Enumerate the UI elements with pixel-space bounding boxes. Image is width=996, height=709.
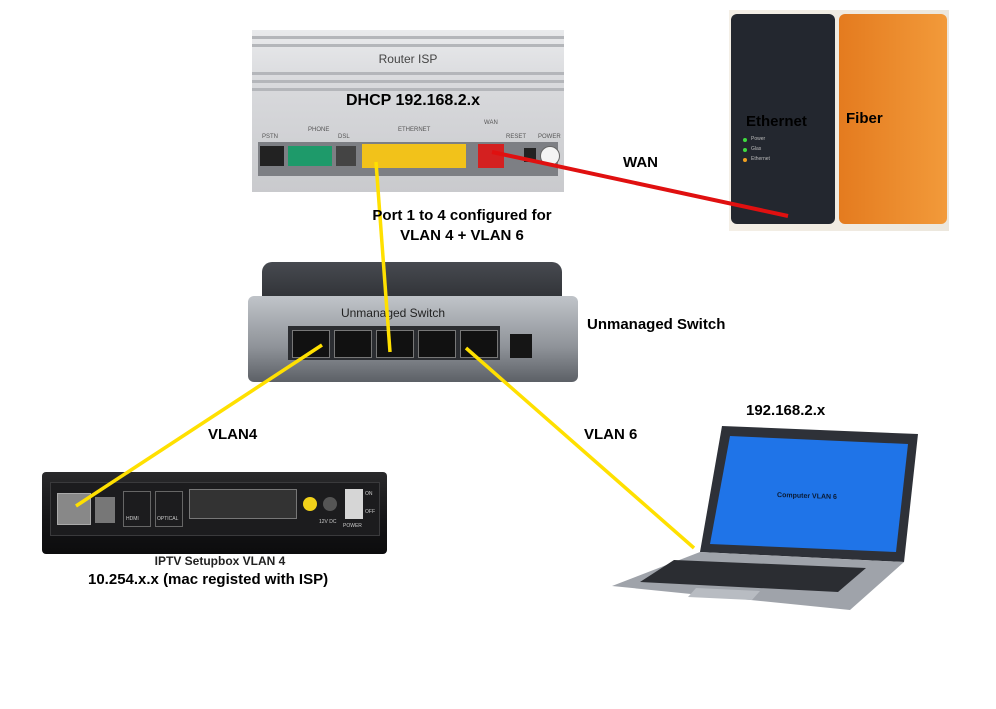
vlan6-label: VLAN 6 xyxy=(584,426,638,443)
wan-label: WAN xyxy=(623,154,658,171)
setupbox-rear-panel: HDMI OPTICAL 12V DC ON OFF POWER xyxy=(50,482,380,536)
power-label: POWER xyxy=(343,523,362,529)
vent-line xyxy=(252,72,564,75)
dhcp-label: DHCP 192.168.2.x xyxy=(346,92,481,109)
iptv-setupbox-photo: HDMI OPTICAL 12V DC ON OFF POWER xyxy=(42,472,387,554)
led-glas-icon xyxy=(743,148,747,152)
port-label-power: POWER xyxy=(538,134,561,140)
led-label-glas: Glas xyxy=(751,146,762,152)
phone-ports xyxy=(288,146,332,166)
led-ethernet-icon xyxy=(743,158,747,162)
vlan4-label: VLAN4 xyxy=(208,426,258,443)
ethernet-ports xyxy=(362,144,466,168)
vent-line xyxy=(252,36,564,39)
port-config-line2: VLAN 4 + VLAN 6 xyxy=(400,227,524,244)
router-isp-photo: Router ISP PSTN PHONE DSL ETHERNET WAN R… xyxy=(252,30,564,192)
switch-face-label: Unmanaged Switch xyxy=(340,306,446,320)
hdmi-label: HDMI xyxy=(126,516,139,522)
setupbox-scart-port xyxy=(189,489,297,519)
port-label-dsl: DSL xyxy=(338,134,350,140)
port-label-reset: RESET xyxy=(506,134,527,140)
setupbox-power-switch xyxy=(345,489,363,519)
power-jack xyxy=(524,148,536,162)
fiber-box xyxy=(839,14,947,224)
status-leds: Power Glas Ethernet xyxy=(743,134,783,174)
pstn-port xyxy=(260,146,284,166)
setupbox-usb-port xyxy=(95,497,115,523)
wan-port xyxy=(478,144,504,168)
setupbox-ethernet-port xyxy=(57,493,91,525)
setupbox-optical-port: OPTICAL xyxy=(155,491,183,527)
switch-port xyxy=(418,330,456,358)
setupbox-ip-label: 10.254.x.x (mac registed with ISP) xyxy=(88,571,329,588)
switch-side-label: Unmanaged Switch xyxy=(587,316,726,333)
dc-label: 12V DC xyxy=(319,519,337,525)
port-config-note: Port 1 to 4 configured for VLAN 4 + VLAN… xyxy=(352,206,572,246)
led-power-icon xyxy=(743,138,747,142)
laptop-keyboard xyxy=(640,560,866,592)
fiber-box-photo: Power Glas Ethernet xyxy=(729,10,949,231)
switch-power-jack xyxy=(510,334,532,358)
dsl-port xyxy=(336,146,356,166)
led-label-ethernet: Ethernet xyxy=(751,156,770,162)
power-button-icon xyxy=(540,146,560,166)
laptop-ip-label: 192.168.2.x xyxy=(746,402,826,419)
fiber-box-label: Fiber xyxy=(846,110,883,127)
port-label-wan: WAN xyxy=(484,120,498,126)
switch-port-block xyxy=(288,326,500,360)
unmanaged-switch-photo: Unmanaged Switch xyxy=(248,262,578,384)
vent-line xyxy=(252,80,564,83)
setupbox-caption: IPTV Setupbox VLAN 4 xyxy=(154,554,286,568)
port-label-phone: PHONE xyxy=(308,127,330,133)
port-config-line1: Port 1 to 4 configured for xyxy=(372,207,552,224)
on-label: ON xyxy=(365,491,373,497)
laptop-screen xyxy=(710,436,908,552)
switch-port xyxy=(376,330,414,358)
switch-port xyxy=(334,330,372,358)
led-label-power: Power xyxy=(751,136,766,142)
switch-port xyxy=(460,330,498,358)
setupbox-av-jack xyxy=(303,497,317,511)
setupbox-dc-jack xyxy=(323,497,337,511)
vent-line xyxy=(252,88,564,91)
ethernet-box-label: Ethernet xyxy=(746,113,807,130)
router-title: Router ISP xyxy=(378,52,438,66)
vent-line xyxy=(252,44,564,47)
laptop-graphic xyxy=(612,426,918,610)
laptop-touchpad xyxy=(688,588,760,600)
switch-front: Unmanaged Switch xyxy=(248,296,578,382)
setupbox-hdmi-port: HDMI xyxy=(123,491,151,527)
off-label: OFF xyxy=(365,509,375,515)
switch-port xyxy=(292,330,330,358)
port-label-ethernet: ETHERNET xyxy=(398,127,431,133)
port-label-pstn: PSTN xyxy=(262,134,279,140)
optical-label: OPTICAL xyxy=(157,516,179,522)
